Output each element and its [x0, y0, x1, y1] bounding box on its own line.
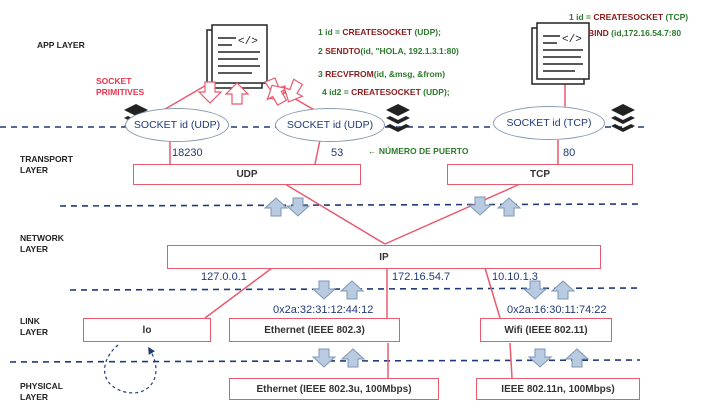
port-53: 53: [331, 147, 344, 159]
phys-box-wifi: IEEE 802.11n, 100Mbps): [476, 378, 640, 400]
udp-code-line-4: 4 id2 = CREATESOCKET (UDP);: [322, 87, 450, 97]
app-document-icon-tcp: </>: [531, 22, 590, 85]
socket-tcp: SOCKET id (TCP): [493, 106, 605, 140]
socket-udp-1: SOCKET id (UDP): [125, 108, 229, 142]
socket-udp-2: SOCKET id (UDP): [275, 108, 385, 142]
udp-code-line-2: 2 SENDTO(id, "HOLA, 192.1.3.1:80): [318, 46, 459, 56]
udp-box: UDP: [133, 164, 361, 185]
layer-label-app: APP LAYER: [37, 40, 85, 50]
tcp-code-line-1: 1 id = CREATESOCKET (TCP): [569, 12, 689, 22]
link-box-lo: lo: [83, 318, 211, 342]
udp-code-line-1: 1 id = CREATESOCKET (UDP);: [318, 27, 441, 37]
port-80: 80: [563, 147, 576, 159]
address-loopback: 127.0.0.1: [201, 271, 247, 283]
socket-primitive-arrows: [197, 77, 304, 106]
separator-transport-network: [59, 203, 641, 207]
tcp-code-line-2: BIND (id,172.16.54.7:80: [588, 28, 682, 38]
layers-icon-udp2: [386, 104, 410, 132]
address-ethernet: 172.16.54.7: [392, 271, 451, 283]
svg-text:</>: </>: [238, 36, 258, 48]
port-number-label: ← NÚMERO DE PUERTO: [368, 146, 469, 156]
link-box-wifi: Wifi (IEEE 802.11): [480, 318, 612, 342]
data-flow-arrows: [263, 196, 590, 368]
app-document-icon-udp: </>: [206, 24, 268, 89]
ip-box: IP: [167, 245, 601, 269]
address-wifi: 10.10.1.3: [492, 271, 538, 283]
tcp-box: TCP: [447, 164, 633, 185]
link-box-ethernet: Ethernet (IEEE 802.3): [229, 318, 400, 342]
mac-wifi: 0x2a:16:30:11:74:22: [507, 304, 607, 316]
loopback-curve: [104, 344, 157, 394]
phys-box-ethernet: Ethernet (IEEE 802.3u, 100Mbps): [229, 378, 439, 400]
svg-text:</>: </>: [562, 34, 582, 46]
separator-network-link: [69, 287, 641, 291]
udp-code-line-3: 3 RECVFROM(id, &msg, &from): [318, 69, 446, 79]
port-18230: 18230: [172, 147, 203, 159]
layers-icon-tcp: [611, 104, 635, 132]
mac-ethernet: 0x2a:32:31:12:44:12: [273, 304, 374, 316]
